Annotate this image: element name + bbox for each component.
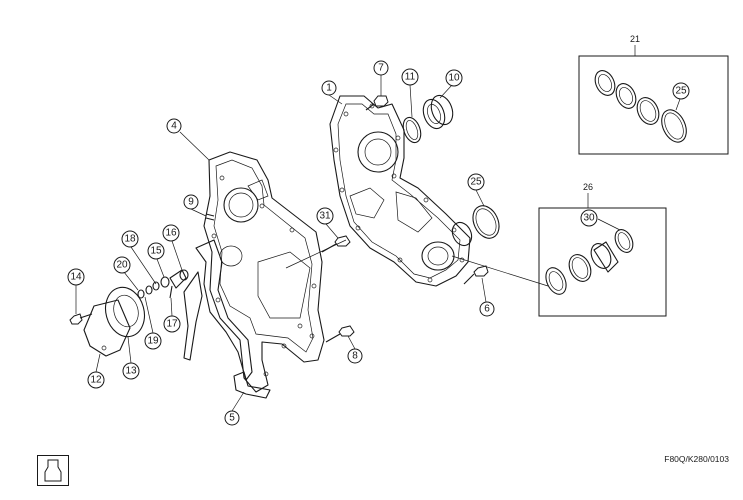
box-label-26: 26: [583, 182, 593, 192]
component-view-icon: [37, 455, 69, 486]
callout-19: 19: [144, 296, 162, 350]
kit-21-box: 21: [578, 34, 729, 155]
svg-text:12: 12: [90, 375, 102, 386]
seal-ring-11: [402, 116, 422, 144]
callout-7: 7: [373, 60, 389, 96]
callout-12: 12: [87, 353, 105, 389]
svg-text:31: 31: [319, 211, 331, 222]
callout-13: 13: [122, 336, 140, 380]
svg-text:17: 17: [166, 319, 178, 330]
callout-8: 8: [347, 335, 363, 364]
housing-gasket: [183, 239, 271, 399]
svg-text:6: 6: [484, 304, 490, 315]
svg-text:30: 30: [583, 213, 595, 224]
drawing-code: F80Q/K280/0103: [664, 454, 729, 464]
callout-25: 25: [467, 173, 485, 207]
view-symbol-glyph: [44, 459, 62, 482]
svg-text:25: 25: [675, 86, 687, 97]
callout-31: 31: [316, 207, 339, 239]
callout-1: 1: [321, 80, 343, 105]
seal-ring-25: [472, 205, 500, 239]
svg-text:13: 13: [125, 366, 137, 377]
svg-text:7: 7: [378, 63, 384, 74]
svg-text:20: 20: [116, 260, 128, 271]
small-parts: [137, 213, 215, 299]
svg-text:14: 14: [70, 272, 82, 283]
callout-9: 9: [183, 194, 207, 217]
svg-text:18: 18: [124, 234, 136, 245]
bolt-14: [69, 313, 93, 325]
callout-16: 16: [162, 224, 183, 271]
callout-4: 4: [166, 118, 210, 161]
callout-15: 15: [147, 242, 165, 278]
svg-text:8: 8: [352, 351, 358, 362]
svg-text:4: 4: [171, 121, 177, 132]
svg-text:1: 1: [326, 83, 332, 94]
callout-14: 14: [67, 268, 85, 314]
oil-seal-10: [422, 94, 454, 130]
kit-26-box: 26: [538, 182, 667, 317]
callout-5: 5: [224, 391, 245, 426]
callout-11: 11: [401, 68, 419, 118]
seal-ring-middle: [451, 221, 473, 247]
callout-30: 30: [580, 209, 621, 231]
box-label-21: 21: [630, 34, 640, 44]
callout-6: 6: [479, 277, 495, 317]
gasket-13: [104, 286, 146, 338]
svg-text:5: 5: [229, 413, 235, 424]
svg-text:19: 19: [147, 336, 159, 347]
leader-housing-to-cover: [285, 239, 347, 269]
svg-text:25: 25: [470, 177, 482, 188]
bolt-7: [365, 95, 389, 111]
svg-text:11: 11: [405, 72, 416, 83]
cover-plate-12: [83, 299, 131, 357]
front-cover: [329, 95, 471, 287]
bolt-8: [325, 325, 355, 343]
svg-text:10: 10: [448, 73, 460, 84]
front-housing-plate: [203, 151, 325, 393]
svg-text:9: 9: [188, 197, 194, 208]
bolt-6: [463, 265, 489, 285]
callout-25-kit21: 25: [672, 82, 690, 111]
callout-18: 18: [121, 230, 157, 285]
svg-text:15: 15: [150, 246, 162, 257]
svg-text:16: 16: [165, 228, 177, 239]
callout-17: 17: [163, 297, 181, 333]
leader-cover-to-kit26: [451, 255, 549, 287]
callout-20: 20: [113, 256, 139, 291]
callout-10: 10: [439, 69, 463, 99]
